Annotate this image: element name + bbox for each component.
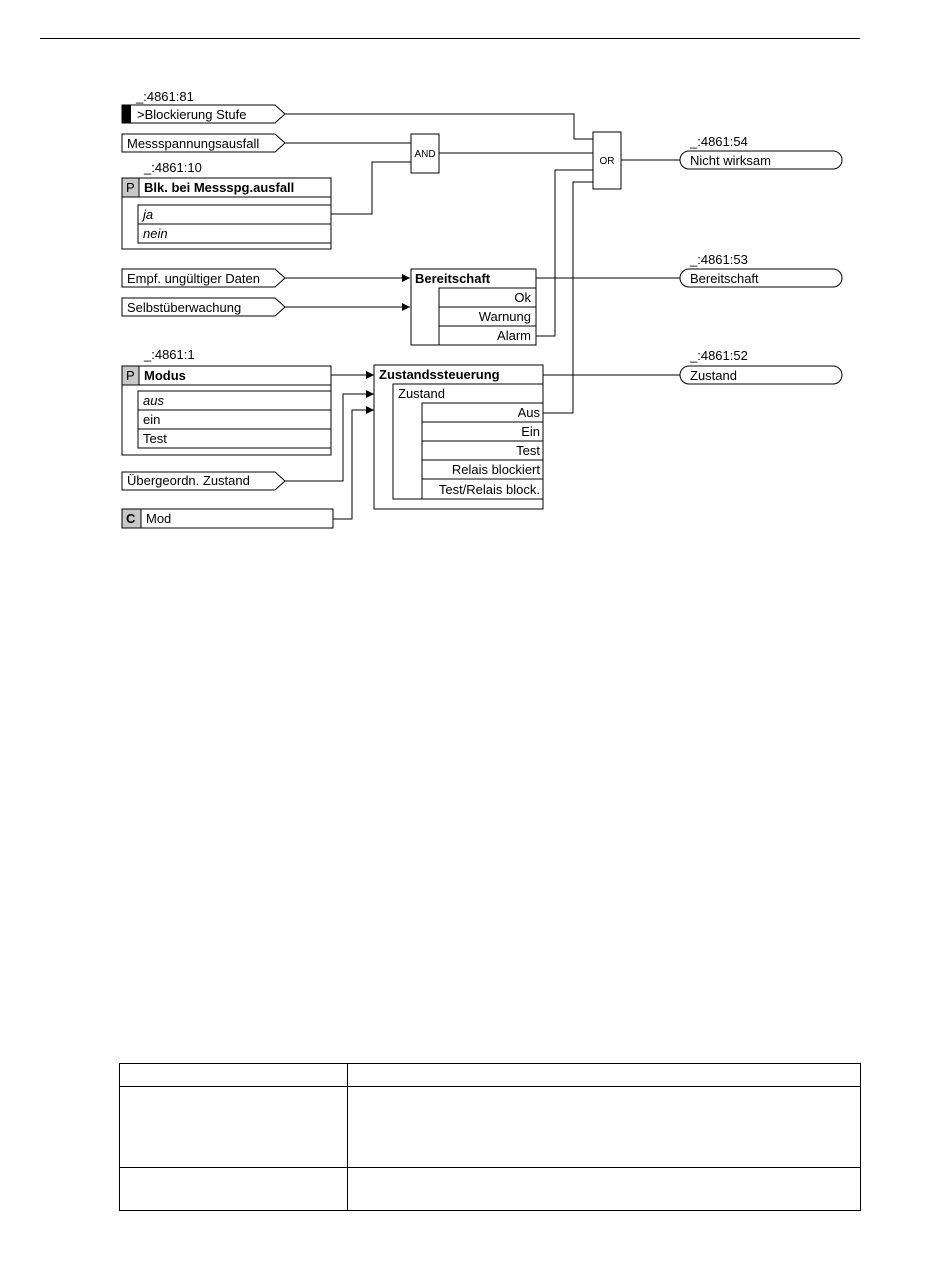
input-label: Selbstüberwachung [127,300,241,315]
output-label: Bereitschaft [690,271,759,286]
param-option-test: Test [143,431,167,446]
param-option-ein: ein [143,412,160,427]
input-messspannungsausfall: Messspannungsausfall [121,133,286,153]
id-label-blockierung: _:4861:81 [135,89,194,104]
table-cell [119,1063,348,1087]
input-label: Empf. ungültiger Daten [127,271,260,286]
param-option-aus: aus [143,393,164,408]
and-gate: AND [410,133,440,174]
bereitschaft-state-ok: Ok [514,290,531,305]
input-uebergeordn-zustand: Übergeordn. Zustand [121,471,286,491]
id-label-param-modus: _:4861:1 [143,347,195,362]
logic-diagram: _:4861:81 _:4861:10 _:4861:1 _:4861:54 _… [121,89,843,529]
input-selbstueberwachung: Selbstüberwachung [121,297,286,317]
table-row [119,1167,861,1211]
table-row [119,1086,861,1168]
param-blk-messspg-ausfall: P Blk. bei Messspg.ausfall ja nein [121,177,332,250]
id-label-zustand: _:4861:52 [689,348,748,363]
input-empf-ungueltiger-daten: Empf. ungültiger Daten [121,268,286,288]
zustand-state-test: Test [516,443,540,458]
table-cell [347,1167,861,1211]
param-option-ja: ja [141,207,153,222]
zustandssteuerung-title: Zustandssteuerung [379,367,500,382]
zustand-state-relais-blockiert: Relais blockiert [452,462,541,477]
bereitschaft-block: Bereitschaft Ok Warnung Alarm [410,268,537,346]
table-cell [119,1086,348,1168]
param-title: Blk. bei Messspg.ausfall [144,180,294,195]
table-cell [347,1063,861,1087]
top-rule [40,38,860,39]
table-cell [119,1167,348,1211]
or-gate: OR [592,131,622,190]
input-label: >Blockierung Stufe [137,107,246,122]
bereitschaft-state-warnung: Warnung [479,309,531,324]
id-label-nicht-wirksam: _:4861:54 [689,134,748,149]
param-tag-label: P [126,368,135,383]
connection-lines [285,113,680,520]
and-gate-label: AND [414,149,435,160]
bereitschaft-state-alarm: Alarm [497,328,531,343]
output-label: Nicht wirksam [690,153,771,168]
output-zustand: Zustand [679,365,843,385]
zustandssteuerung-block: Zustandssteuerung Zustand Aus Ein Test R… [373,364,544,510]
output-nicht-wirksam: Nicht wirksam [679,150,843,170]
input-label: Übergeordn. Zustand [127,473,250,488]
control-label: Mod [146,511,171,526]
id-label-param-blk: _:4861:10 [143,160,202,175]
binary-input-marker [122,105,131,123]
output-bereitschaft: Bereitschaft [679,268,843,288]
id-label-bereitschaft: _:4861:53 [689,252,748,267]
control-tag-label: C [126,511,136,526]
param-option-nein: nein [143,226,168,241]
doc-table [119,1063,861,1211]
control-tag [121,508,142,529]
zustandssteuerung-sub: Zustand [398,386,445,401]
control-mod: C Mod [121,508,334,529]
zustand-state-ein: Ein [521,424,540,439]
or-gate-label: OR [600,156,615,167]
output-label: Zustand [690,368,737,383]
param-tag-label: P [126,180,135,195]
param-title: Modus [144,368,186,383]
bereitschaft-title: Bereitschaft [415,271,491,286]
input-blockierung-stufe: >Blockierung Stufe [121,104,286,124]
table-row [119,1063,861,1087]
param-modus: P Modus aus ein Test [121,365,332,456]
input-label: Messspannungsausfall [127,136,259,151]
table-cell [347,1086,861,1168]
zustand-state-test-relais-block: Test/Relais block. [439,482,540,497]
zustand-state-aus: Aus [518,405,541,420]
